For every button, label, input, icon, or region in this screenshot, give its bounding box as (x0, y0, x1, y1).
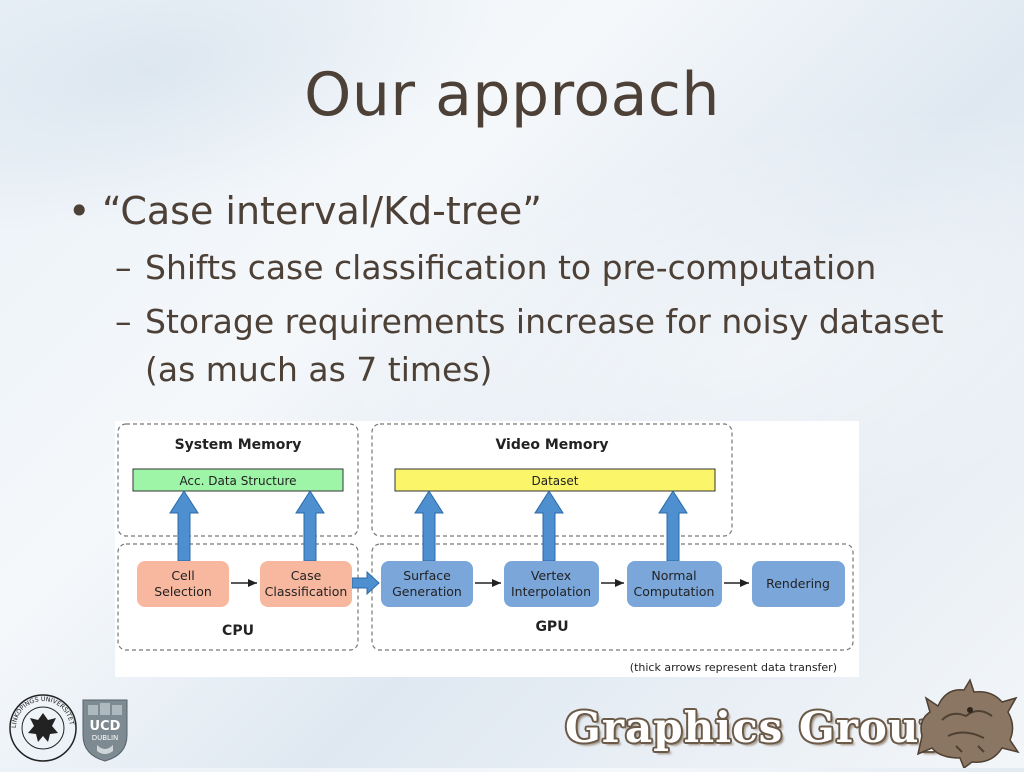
surface-generation-box (381, 561, 473, 607)
gpu-frame (371, 543, 854, 651)
video-memory-label: Video Memory (495, 437, 608, 453)
transfer-arrow-up (534, 490, 564, 562)
dragon-logo (912, 676, 1020, 772)
liu-logo: LINKÖPINGS UNIVERSITET (8, 693, 78, 767)
cell-selection-label: Selection (154, 584, 212, 599)
transfer-arrow-up (658, 490, 688, 562)
surface-generation-label: Surface (403, 568, 451, 583)
transfer-arrow-right (351, 570, 380, 596)
bullet-item: • “Case interval/Kd-tree” (60, 188, 980, 234)
rendering-label: Rendering (766, 576, 830, 591)
acc-data-structure-box (132, 468, 344, 492)
cell-selection-box (137, 561, 229, 607)
normal-computation-label: Computation (634, 584, 715, 599)
system-memory-label: System Memory (175, 437, 302, 453)
sub-bullet-text: Shifts case classification to pre-comput… (145, 248, 877, 287)
cell-selection-label: Cell (171, 568, 194, 583)
vertex-interpolation-box (504, 561, 599, 607)
case-classification-label: Classification (265, 584, 348, 599)
svg-text:DUBLIN: DUBLIN (92, 734, 119, 742)
sub-bullet-item: – Shifts case classification to pre-comp… (60, 244, 980, 292)
cpu-frame (117, 543, 359, 651)
normal-computation-box (627, 561, 722, 607)
acc-data-structure-label: Acc. Data Structure (179, 474, 296, 488)
ucd-logo: UCD DUBLIN (80, 697, 130, 767)
svg-text:UCD: UCD (90, 719, 121, 734)
normal-computation-label: Normal (651, 568, 696, 583)
bullet-text: “Case interval/Kd-tree” (102, 189, 542, 233)
transfer-arrow-up (295, 490, 325, 562)
surface-generation-label: Generation (392, 584, 462, 599)
slide-title: Our approach (304, 60, 720, 130)
transfer-arrow-up (169, 490, 199, 562)
vertex-interpolation-label: Vertex (531, 568, 571, 583)
vertex-interpolation-label: Interpolation (511, 584, 591, 599)
transfer-arrow-up (414, 490, 444, 562)
bullet-list: • “Case interval/Kd-tree” – Shifts case … (60, 188, 980, 394)
dataset-box (394, 468, 716, 492)
rendering-box (752, 561, 845, 607)
sub-bullet-item: – Storage requirements increase for nois… (60, 298, 980, 394)
sub-bullet-marker: – (115, 302, 132, 341)
cpu-label: CPU (222, 623, 254, 639)
diagram-note: (thick arrows represent data transfer) (630, 661, 837, 674)
gpu-label: GPU (535, 619, 568, 635)
bullet-marker: • (68, 189, 91, 233)
graphics-group-wordmark: Graphics Group (565, 703, 950, 752)
sub-bullet-text: Storage requirements increase for noisy … (145, 302, 944, 389)
dataset-label: Dataset (532, 474, 579, 488)
system-memory-frame (117, 423, 359, 537)
sub-bullet-marker: – (115, 248, 132, 287)
pipeline-diagram: System Memory Video Memory Acc. Data Str… (115, 421, 859, 677)
case-classification-label: Case (291, 568, 322, 583)
video-memory-frame (371, 423, 733, 537)
case-classification-box (260, 561, 352, 607)
